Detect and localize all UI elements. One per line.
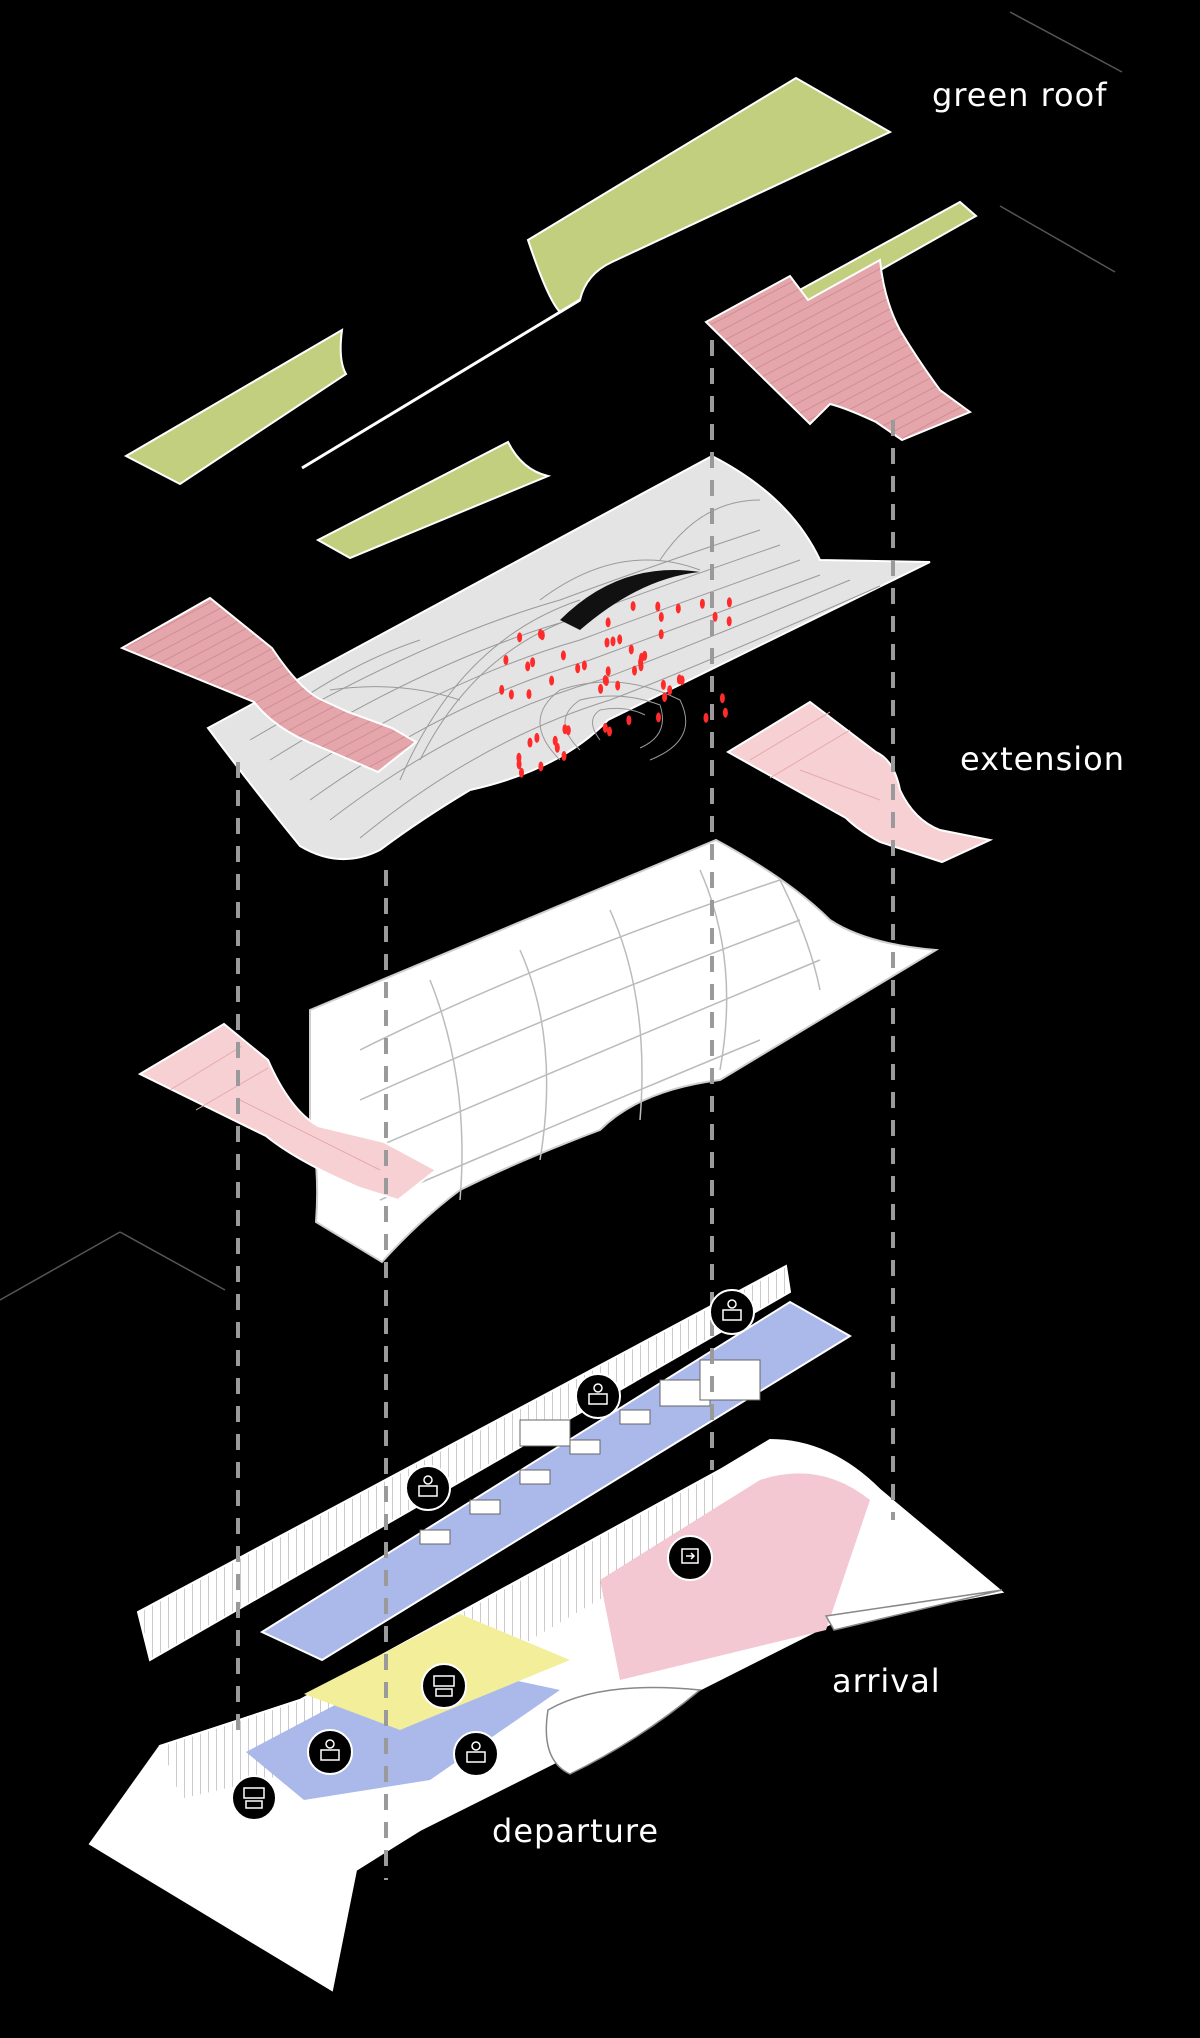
person-marker [626, 715, 632, 726]
person-marker [628, 644, 634, 655]
occupancy-markers [499, 597, 732, 778]
person-marker [527, 737, 533, 748]
person-marker [508, 689, 514, 700]
person-marker [655, 601, 661, 612]
arrival-ramp [824, 1589, 1003, 1631]
extension-left-upper [119, 596, 418, 774]
person-marker [499, 684, 505, 695]
background-edge-lines [0, 11, 1123, 1301]
person-marker [607, 726, 612, 737]
person-marker [667, 685, 673, 696]
person-marker [615, 680, 621, 691]
person-marker [617, 634, 623, 645]
alignment-dashed-lines [236, 340, 895, 1880]
green-roof-panel-mid [315, 440, 552, 560]
check-in-icon [709, 1289, 755, 1335]
baggage-icon [307, 1729, 353, 1775]
person-marker [703, 712, 709, 723]
person-marker [598, 683, 604, 694]
label-arrival: arrival [832, 1662, 941, 1700]
structural-slab [309, 838, 940, 1264]
person-marker [712, 611, 718, 622]
person-marker [534, 732, 540, 743]
person-marker [503, 655, 509, 665]
info-board-icon-2 [231, 1775, 277, 1821]
person-marker [658, 629, 664, 640]
person-marker [575, 663, 581, 674]
person-marker [525, 661, 531, 672]
person-marker [642, 650, 648, 661]
label-extension: extension [960, 740, 1125, 778]
person-marker [632, 665, 637, 676]
extension-right [726, 700, 994, 864]
person-marker [719, 693, 725, 704]
person-marker [538, 761, 544, 772]
info-board-icon [421, 1663, 467, 1709]
green-roof-strip [301, 298, 581, 470]
person-marker [726, 597, 732, 608]
person-marker [605, 666, 611, 677]
exit-icon [667, 1535, 713, 1581]
person-marker [605, 617, 611, 628]
person-marker [726, 616, 732, 627]
topography-black-slit [560, 570, 700, 630]
structural-grid-layer [309, 838, 940, 1264]
security-icon [575, 1373, 621, 1419]
person-marker [516, 759, 522, 770]
person-marker [656, 712, 661, 723]
check-in-icon-2 [453, 1731, 499, 1777]
departure-level [136, 1264, 852, 1662]
person-marker [517, 632, 523, 643]
person-marker [562, 724, 568, 735]
person-marker [630, 601, 636, 612]
person-marker [560, 650, 566, 661]
person-marker [552, 735, 558, 746]
arrival-zone [600, 1473, 870, 1680]
person-marker [602, 675, 608, 685]
gate-icon [405, 1465, 451, 1511]
person-marker [561, 751, 567, 761]
extension-upper-right [704, 258, 973, 442]
person-marker [526, 689, 532, 700]
facility-icons [231, 1289, 755, 1821]
person-marker [549, 675, 555, 686]
person-marker [676, 674, 682, 685]
person-marker [658, 612, 664, 622]
person-marker [530, 657, 536, 668]
arrival-canopy [545, 1686, 702, 1775]
person-marker [699, 598, 705, 609]
person-marker [722, 707, 728, 718]
person-marker [638, 661, 644, 672]
extension-left-lower [137, 1022, 438, 1202]
person-marker [660, 679, 666, 690]
person-marker [602, 722, 608, 733]
person-marker [675, 603, 681, 614]
label-green-roof: green roof [932, 76, 1108, 114]
departure-wall [136, 1264, 792, 1662]
person-marker [604, 637, 610, 648]
person-marker [519, 767, 524, 778]
green-roof-panel-main [526, 76, 893, 314]
person-marker [581, 660, 587, 671]
person-marker [662, 692, 668, 703]
label-departure: departure [492, 1812, 660, 1850]
green-roof-panel-left [123, 328, 348, 486]
person-marker [538, 628, 543, 639]
person-marker [610, 636, 616, 647]
